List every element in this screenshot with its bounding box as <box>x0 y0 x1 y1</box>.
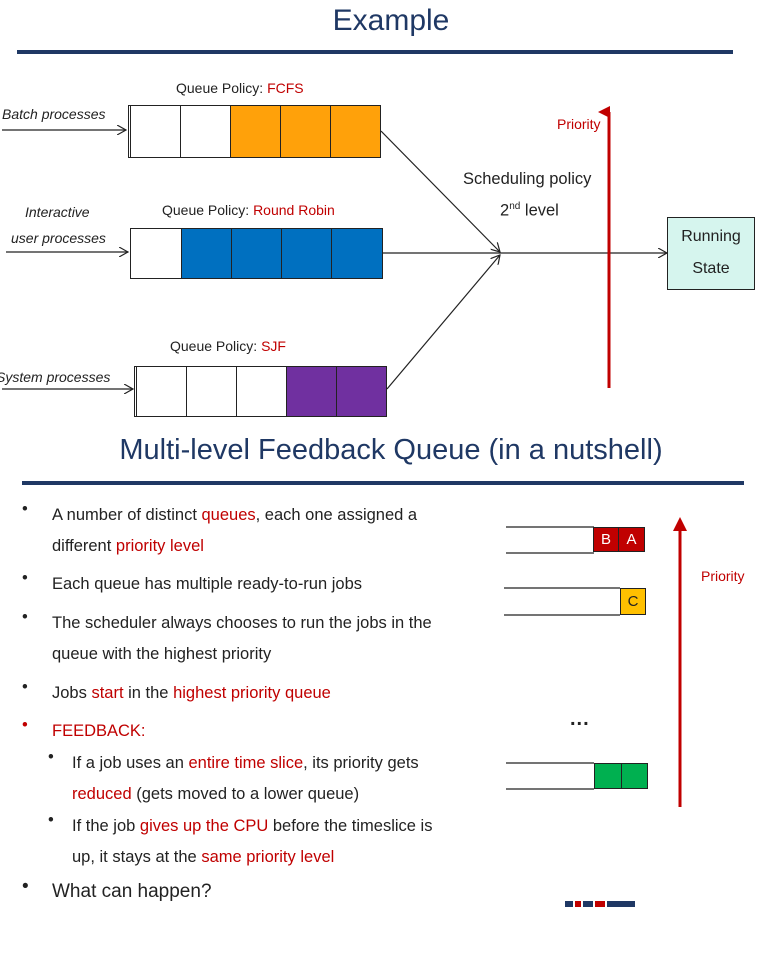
queue-slot-empty <box>130 228 182 279</box>
scheduling-policy-label: Scheduling policy <box>463 170 592 188</box>
queue-slot-job <box>330 105 381 158</box>
queue-bracket <box>128 105 131 158</box>
second-level-label: 2nd level <box>500 201 559 220</box>
green-job-1 <box>594 763 622 789</box>
slide1-connectors <box>2 106 782 430</box>
source-interactive-line1: Interactive <box>25 204 90 220</box>
queue-slot-job <box>281 228 332 279</box>
system-to-scheduler-line <box>386 255 500 390</box>
green-job-2 <box>621 763 648 789</box>
job-b: B <box>593 527 619 552</box>
queue-round-robin <box>130 228 384 279</box>
running-state-line2: State <box>692 260 730 277</box>
queue-slot-job <box>231 228 282 279</box>
queue-policy-round-robin: Queue Policy: Round Robin <box>162 202 335 218</box>
batch-to-scheduler-line <box>380 130 500 252</box>
queue-policy-sjf: Queue Policy: SJF <box>170 338 286 354</box>
running-state-line1: Running <box>681 228 741 245</box>
queue-fcfs <box>128 105 382 158</box>
queue-slot-empty <box>130 105 181 158</box>
queue-slot-job <box>331 228 383 279</box>
queue-slot-job <box>286 366 337 417</box>
queue-sjf <box>134 366 388 417</box>
queue-slot-job <box>181 228 232 279</box>
job-a: A <box>618 527 645 552</box>
logo-fragment <box>565 901 637 909</box>
priority-arrow-slide2 <box>673 517 687 807</box>
mlfq-queue-lines <box>504 526 620 790</box>
queue-slot-empty <box>236 366 287 417</box>
queue-slot-job <box>280 105 331 158</box>
queue-slot-empty <box>136 366 187 417</box>
ellipsis: ... <box>570 708 590 730</box>
slide1-title: Example <box>332 4 450 37</box>
title-rule-top <box>17 50 733 54</box>
queue-policy-fcfs: Queue Policy: FCFS <box>176 80 304 96</box>
queue-slot-job <box>230 105 281 158</box>
title-rule-bottom <box>22 481 744 485</box>
priority-label-slide2: Priority <box>701 568 745 584</box>
priority-label-slide1: Priority <box>557 116 601 132</box>
running-state-box: Running State <box>667 217 755 290</box>
queue-bracket <box>134 366 137 417</box>
queue-slot-job <box>336 366 387 417</box>
job-c: C <box>620 588 646 615</box>
queue-slot-empty <box>180 105 231 158</box>
source-interactive-line2: user processes <box>11 230 106 246</box>
source-batch-processes: Batch processes <box>2 106 106 122</box>
source-system-processes: System processes <box>0 369 111 385</box>
queue-slot-empty <box>186 366 237 417</box>
slide2-title: Multi-level Feedback Queue (in a nutshel… <box>119 434 663 466</box>
